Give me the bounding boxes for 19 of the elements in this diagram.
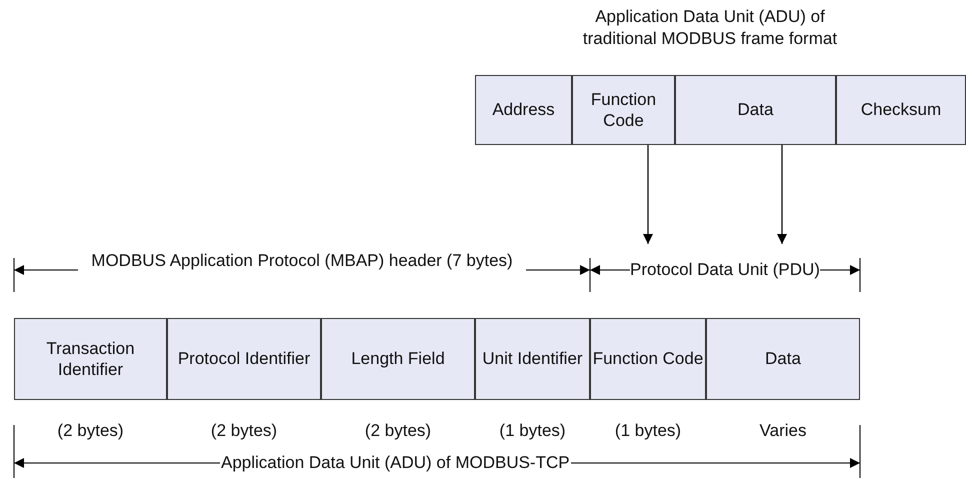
byte-size-label: (1 bytes) xyxy=(614,420,682,442)
byte-size-label: (2 bytes) xyxy=(210,420,278,442)
field-cell: Protocol Identifier xyxy=(167,318,321,400)
diagram-title: Application Data Unit (ADU) of traditional MODBUS frame format xyxy=(582,6,838,50)
field-cell: Data xyxy=(675,75,836,145)
field-cell: Unit Identifier xyxy=(475,318,590,400)
field-cell: Function Code xyxy=(590,318,706,400)
arrow xyxy=(643,145,653,244)
field-cell: Length Field xyxy=(321,318,475,400)
field-cell: Data xyxy=(706,318,860,400)
field-cell: Transaction Identifier xyxy=(14,318,167,400)
byte-size-label: (1 bytes) xyxy=(498,420,567,442)
byte-size-label: (2 bytes) xyxy=(364,420,432,442)
field-cell: Function Code xyxy=(572,75,675,145)
arrow xyxy=(777,145,787,244)
field-cell: Checksum xyxy=(836,75,966,145)
field-cell: Address xyxy=(475,75,572,145)
byte-size-label: (2 bytes) xyxy=(56,420,125,442)
byte-size-label: Varies xyxy=(758,420,808,442)
